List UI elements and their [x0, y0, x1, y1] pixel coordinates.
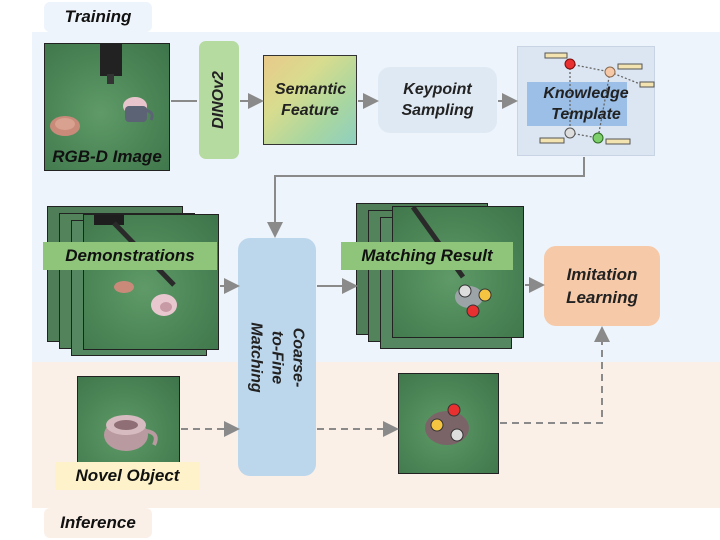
semantic-feature-label: Semantic Feature: [275, 81, 347, 119]
keypoint-sampling-label: Keypoint Sampling: [401, 81, 474, 119]
knowledge-template-highlight: [527, 82, 627, 126]
imitation-learning-box: Imitation Learning: [544, 246, 660, 326]
arrow-knowledge-to-matching: [267, 157, 585, 238]
novel-object-label: Novel Object: [55, 462, 200, 490]
inference-result-scene: [425, 403, 469, 445]
result-frame-1: [392, 206, 524, 338]
keypoint-sampling-box: Keypoint Sampling: [378, 67, 497, 133]
semantic-feature-box: Semantic Feature: [263, 55, 357, 145]
rgbd-label: RGB-D Image: [52, 147, 162, 166]
novel-object-scene: [104, 415, 158, 451]
knowledge-template-label: Knowledge Template: [517, 76, 655, 132]
rgbd-image: [44, 43, 170, 171]
demo-frame-1: [83, 214, 219, 350]
demonstrations-label: Demonstrations: [43, 242, 217, 270]
inference-stage-label: Inference: [44, 508, 152, 538]
training-stage-label: Training: [44, 2, 152, 32]
matching-result-label: Matching Result: [341, 242, 513, 270]
coarse-to-fine-matching-box: Coarse-to-Fine Matching: [238, 238, 316, 476]
dinov2-box: DINOv2: [199, 41, 239, 159]
demo-scene: [94, 215, 177, 316]
rgbd-scene: [50, 44, 154, 136]
inference-result-image: [398, 373, 499, 474]
imitation-learning-label: Imitation Learning: [566, 265, 638, 307]
knowledge-template-text: Knowledge Template: [543, 85, 629, 123]
arrow-inference-to-imitation: [500, 326, 610, 424]
